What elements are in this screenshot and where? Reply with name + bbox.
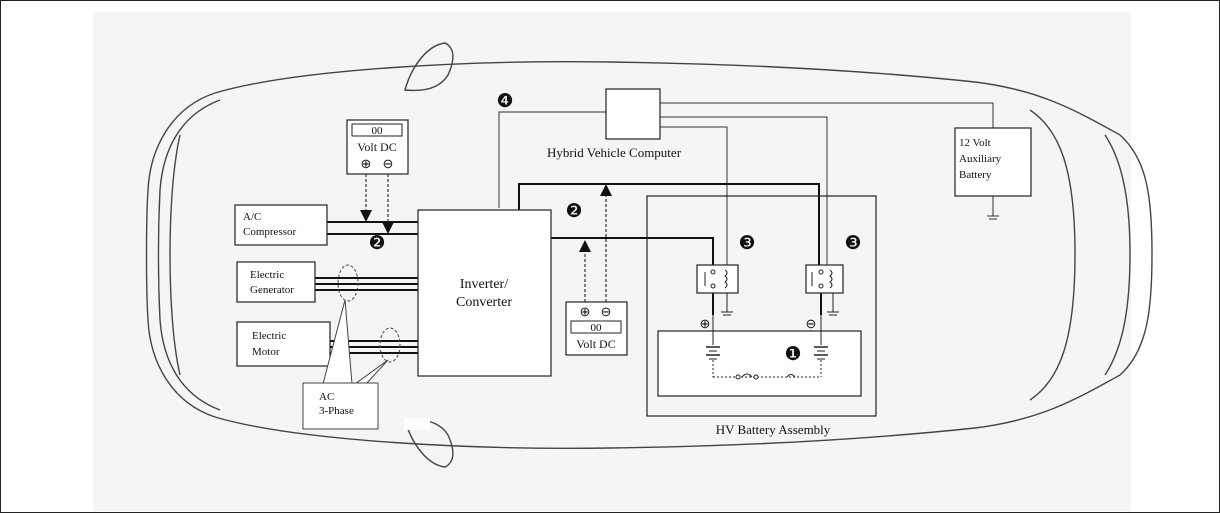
aux-battery-line-1: 12 Volt [959,137,991,149]
marker-4: ❹ [496,91,513,112]
voltmeter-left-plus: ⊕ [361,156,372,171]
marker-3-right: ❸ [844,233,861,254]
battery-plus-symbol: ⊕ [700,316,711,331]
electric-motor-line-1: Electric [252,330,286,342]
electric-generator-box [236,261,316,303]
relay-left [696,264,739,294]
ac-phase-line-2: 3-Phase [319,405,354,417]
electric-generator-line-1: Electric [250,269,284,281]
hv-cabling [315,183,822,354]
voltmeter-left-minus: ⊖ [383,156,394,171]
hv-battery-label: HV Battery Assembly [716,422,831,437]
ac-compressor-line-2: Compressor [243,226,297,238]
car-outline [145,42,1153,468]
inverter-converter-box [417,209,552,377]
voltmeter-left-reading: 00 [372,125,384,137]
voltmeter-center-unit: Volt DC [576,337,615,351]
voltmeter-left-unit: Volt DC [357,140,396,154]
inverter-line-1: Inverter/ [460,277,508,292]
electric-motor-line-2: Motor [252,346,280,358]
marker-2-left: ❷ [368,233,385,254]
aux-battery-box [954,127,1032,197]
relay-right [805,264,844,294]
ac-phase-line-1: AC [319,391,334,403]
hv-battery-assembly-box [646,195,877,417]
voltmeter-center [565,301,628,356]
ac-compressor-line-1: A/C [243,211,261,223]
hybrid-computer-label: Hybrid Vehicle Computer [547,145,682,160]
battery-internal-circuit [706,315,828,380]
voltmeter-center-minus: ⊖ [601,304,612,319]
electric-motor-box [236,321,331,367]
aux-battery-line-2: Auxiliary [959,153,1002,165]
inverter-line-2: Converter [456,295,512,310]
voltmeter-center-reading: 00 [591,322,603,334]
voltmeter-left [346,119,409,175]
hybrid-computer-box [605,88,661,140]
voltmeter-center-plus: ⊕ [580,304,591,319]
aux-battery-line-3: Battery [959,169,992,181]
voltmeter-center-probes [579,184,612,302]
marker-2-center: ❷ [565,201,582,222]
relay-grounds [721,293,839,316]
electric-generator-line-2: Generator [250,284,294,296]
voltmeter-left-probes [360,174,394,234]
battery-minus-symbol: ⊖ [806,316,817,331]
blank-patch [404,418,430,430]
ac-compressor-box [234,204,328,246]
hv-battery-pack [657,330,862,397]
marker-1: ❶ [784,344,801,365]
ac-phase-callout [302,264,401,430]
marker-3-left: ❸ [738,233,755,254]
